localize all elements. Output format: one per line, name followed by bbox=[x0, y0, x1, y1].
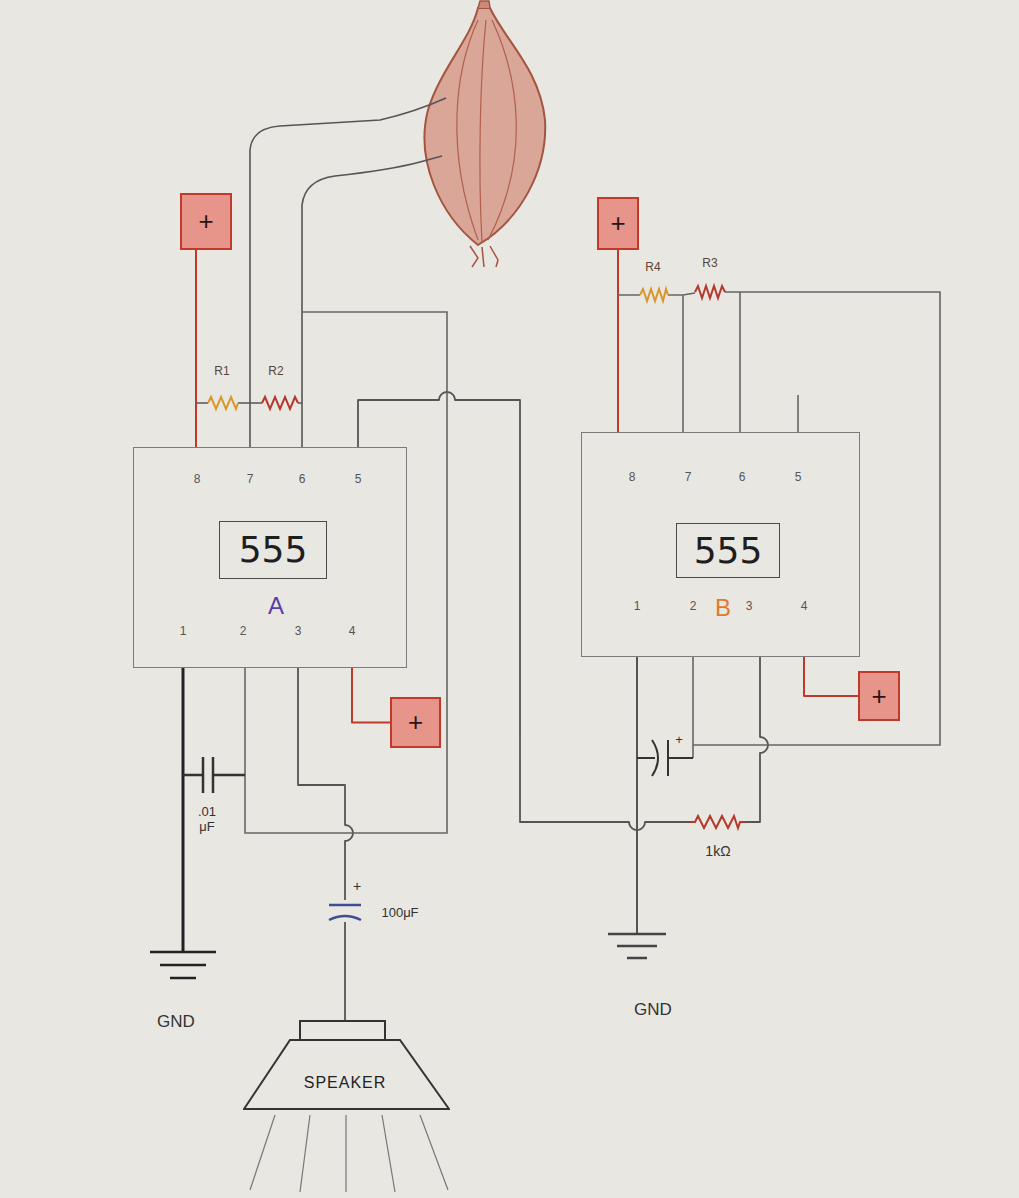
wire-connector bbox=[617, 250, 619, 432]
pin-number: 3 bbox=[293, 625, 304, 639]
wire-connector bbox=[352, 668, 390, 723]
pin-number: 7 bbox=[245, 473, 256, 487]
resistor-value: 1kΩ bbox=[703, 843, 732, 859]
chip-type: 555 bbox=[239, 530, 308, 570]
ground-symbol bbox=[608, 934, 666, 958]
capacitor-symbol bbox=[329, 905, 361, 920]
power-terminal: + bbox=[390, 697, 441, 748]
resistor-symbol bbox=[262, 397, 298, 409]
speaker-cone bbox=[244, 1040, 449, 1109]
resistor-label: R4 bbox=[643, 261, 662, 275]
wire bbox=[618, 292, 940, 758]
ground-symbol bbox=[150, 952, 216, 978]
chip-name: B bbox=[715, 595, 731, 621]
resistor-label: R1 bbox=[212, 365, 231, 379]
chip-label-box: 555 bbox=[676, 523, 780, 578]
speaker-magnet bbox=[300, 1021, 385, 1040]
sound-lines bbox=[250, 1115, 448, 1192]
wire-gap bbox=[330, 900, 360, 922]
pin-number: 8 bbox=[627, 471, 638, 485]
pin-number: 1 bbox=[632, 600, 643, 614]
speaker-label: SPEAKER bbox=[304, 1074, 387, 1092]
wire-connector bbox=[358, 392, 768, 830]
speaker-outline bbox=[243, 1020, 450, 1110]
chip-label-box: 555 bbox=[219, 521, 327, 579]
pin-number: 1 bbox=[178, 625, 189, 639]
power-terminal: + bbox=[858, 671, 900, 721]
power-terminal: + bbox=[180, 193, 232, 250]
ground-label: GND bbox=[632, 1000, 674, 1020]
probe-wire bbox=[302, 156, 442, 447]
pin-number: 8 bbox=[192, 473, 203, 487]
ground-wire bbox=[636, 657, 638, 934]
pin-number: 6 bbox=[737, 471, 748, 485]
power-terminal: + bbox=[597, 197, 639, 250]
timer-chip: B 555 bbox=[581, 432, 860, 657]
supply-sign: + bbox=[408, 708, 423, 737]
wire bbox=[245, 312, 447, 833]
polarity-mark: + bbox=[673, 733, 685, 748]
resistor-label: R3 bbox=[700, 257, 719, 271]
wire-connector bbox=[195, 250, 197, 447]
wire-connector bbox=[298, 668, 353, 1020]
pin-number: 3 bbox=[744, 600, 755, 614]
pin-number: 4 bbox=[799, 600, 810, 614]
capacitor-value: .01 μF bbox=[188, 805, 226, 835]
chip-type: 555 bbox=[694, 531, 763, 571]
resistor-symbol bbox=[695, 286, 725, 298]
wire-connector bbox=[804, 657, 858, 696]
wire bbox=[196, 402, 302, 404]
supply-sign: + bbox=[871, 682, 886, 711]
pin-number: 2 bbox=[238, 625, 249, 639]
ground-label: GND bbox=[155, 1012, 197, 1032]
pin-number: 5 bbox=[353, 473, 364, 487]
ground-wire bbox=[182, 668, 185, 952]
capacitor-value: 100μF bbox=[379, 906, 420, 921]
resistor-label: R2 bbox=[266, 365, 285, 379]
capacitor-symbol bbox=[183, 757, 245, 793]
timer-chip: A 555 bbox=[133, 447, 407, 668]
polarity-mark: + bbox=[351, 878, 363, 894]
speaker: SPEAKER bbox=[243, 1020, 450, 1110]
pin-number: 2 bbox=[688, 600, 699, 614]
chip-name: A bbox=[268, 593, 284, 619]
resistor-symbol bbox=[208, 397, 238, 409]
pin-number: 5 bbox=[793, 471, 804, 485]
supply-sign: + bbox=[610, 209, 625, 238]
onion bbox=[425, 1, 546, 267]
resistor-symbol bbox=[640, 289, 668, 301]
pin-number: 7 bbox=[683, 471, 694, 485]
supply-sign: + bbox=[198, 207, 213, 236]
resistor-symbol bbox=[690, 816, 746, 828]
pin-number: 4 bbox=[347, 625, 358, 639]
pin-number: 6 bbox=[297, 473, 308, 487]
probe-wire bbox=[250, 98, 446, 447]
